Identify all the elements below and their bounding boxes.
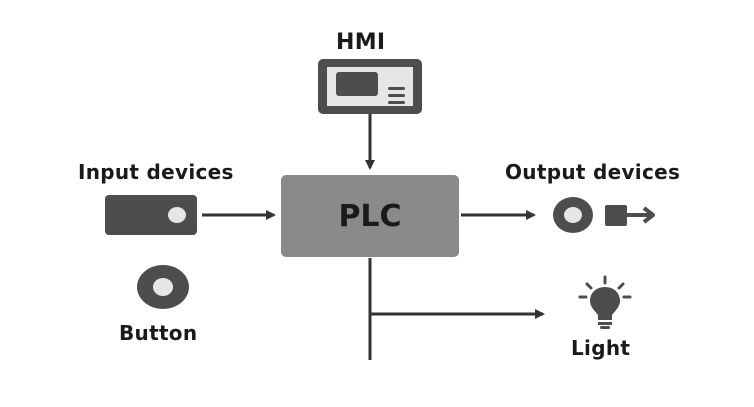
hmi-label: HMI	[336, 30, 386, 55]
light-bulb-icon	[578, 275, 632, 329]
output-devices-label: Output devices	[505, 160, 681, 184]
hmi-icon	[318, 59, 422, 114]
button-label: Button	[119, 321, 198, 345]
plc-block	[281, 175, 459, 257]
input-device-icon	[105, 195, 197, 235]
input-devices-label: Input devices	[78, 160, 234, 184]
light-label: Light	[571, 336, 631, 360]
output-device-icon	[553, 197, 655, 233]
plc-label: PLC	[338, 198, 402, 234]
button-icon	[137, 265, 189, 309]
